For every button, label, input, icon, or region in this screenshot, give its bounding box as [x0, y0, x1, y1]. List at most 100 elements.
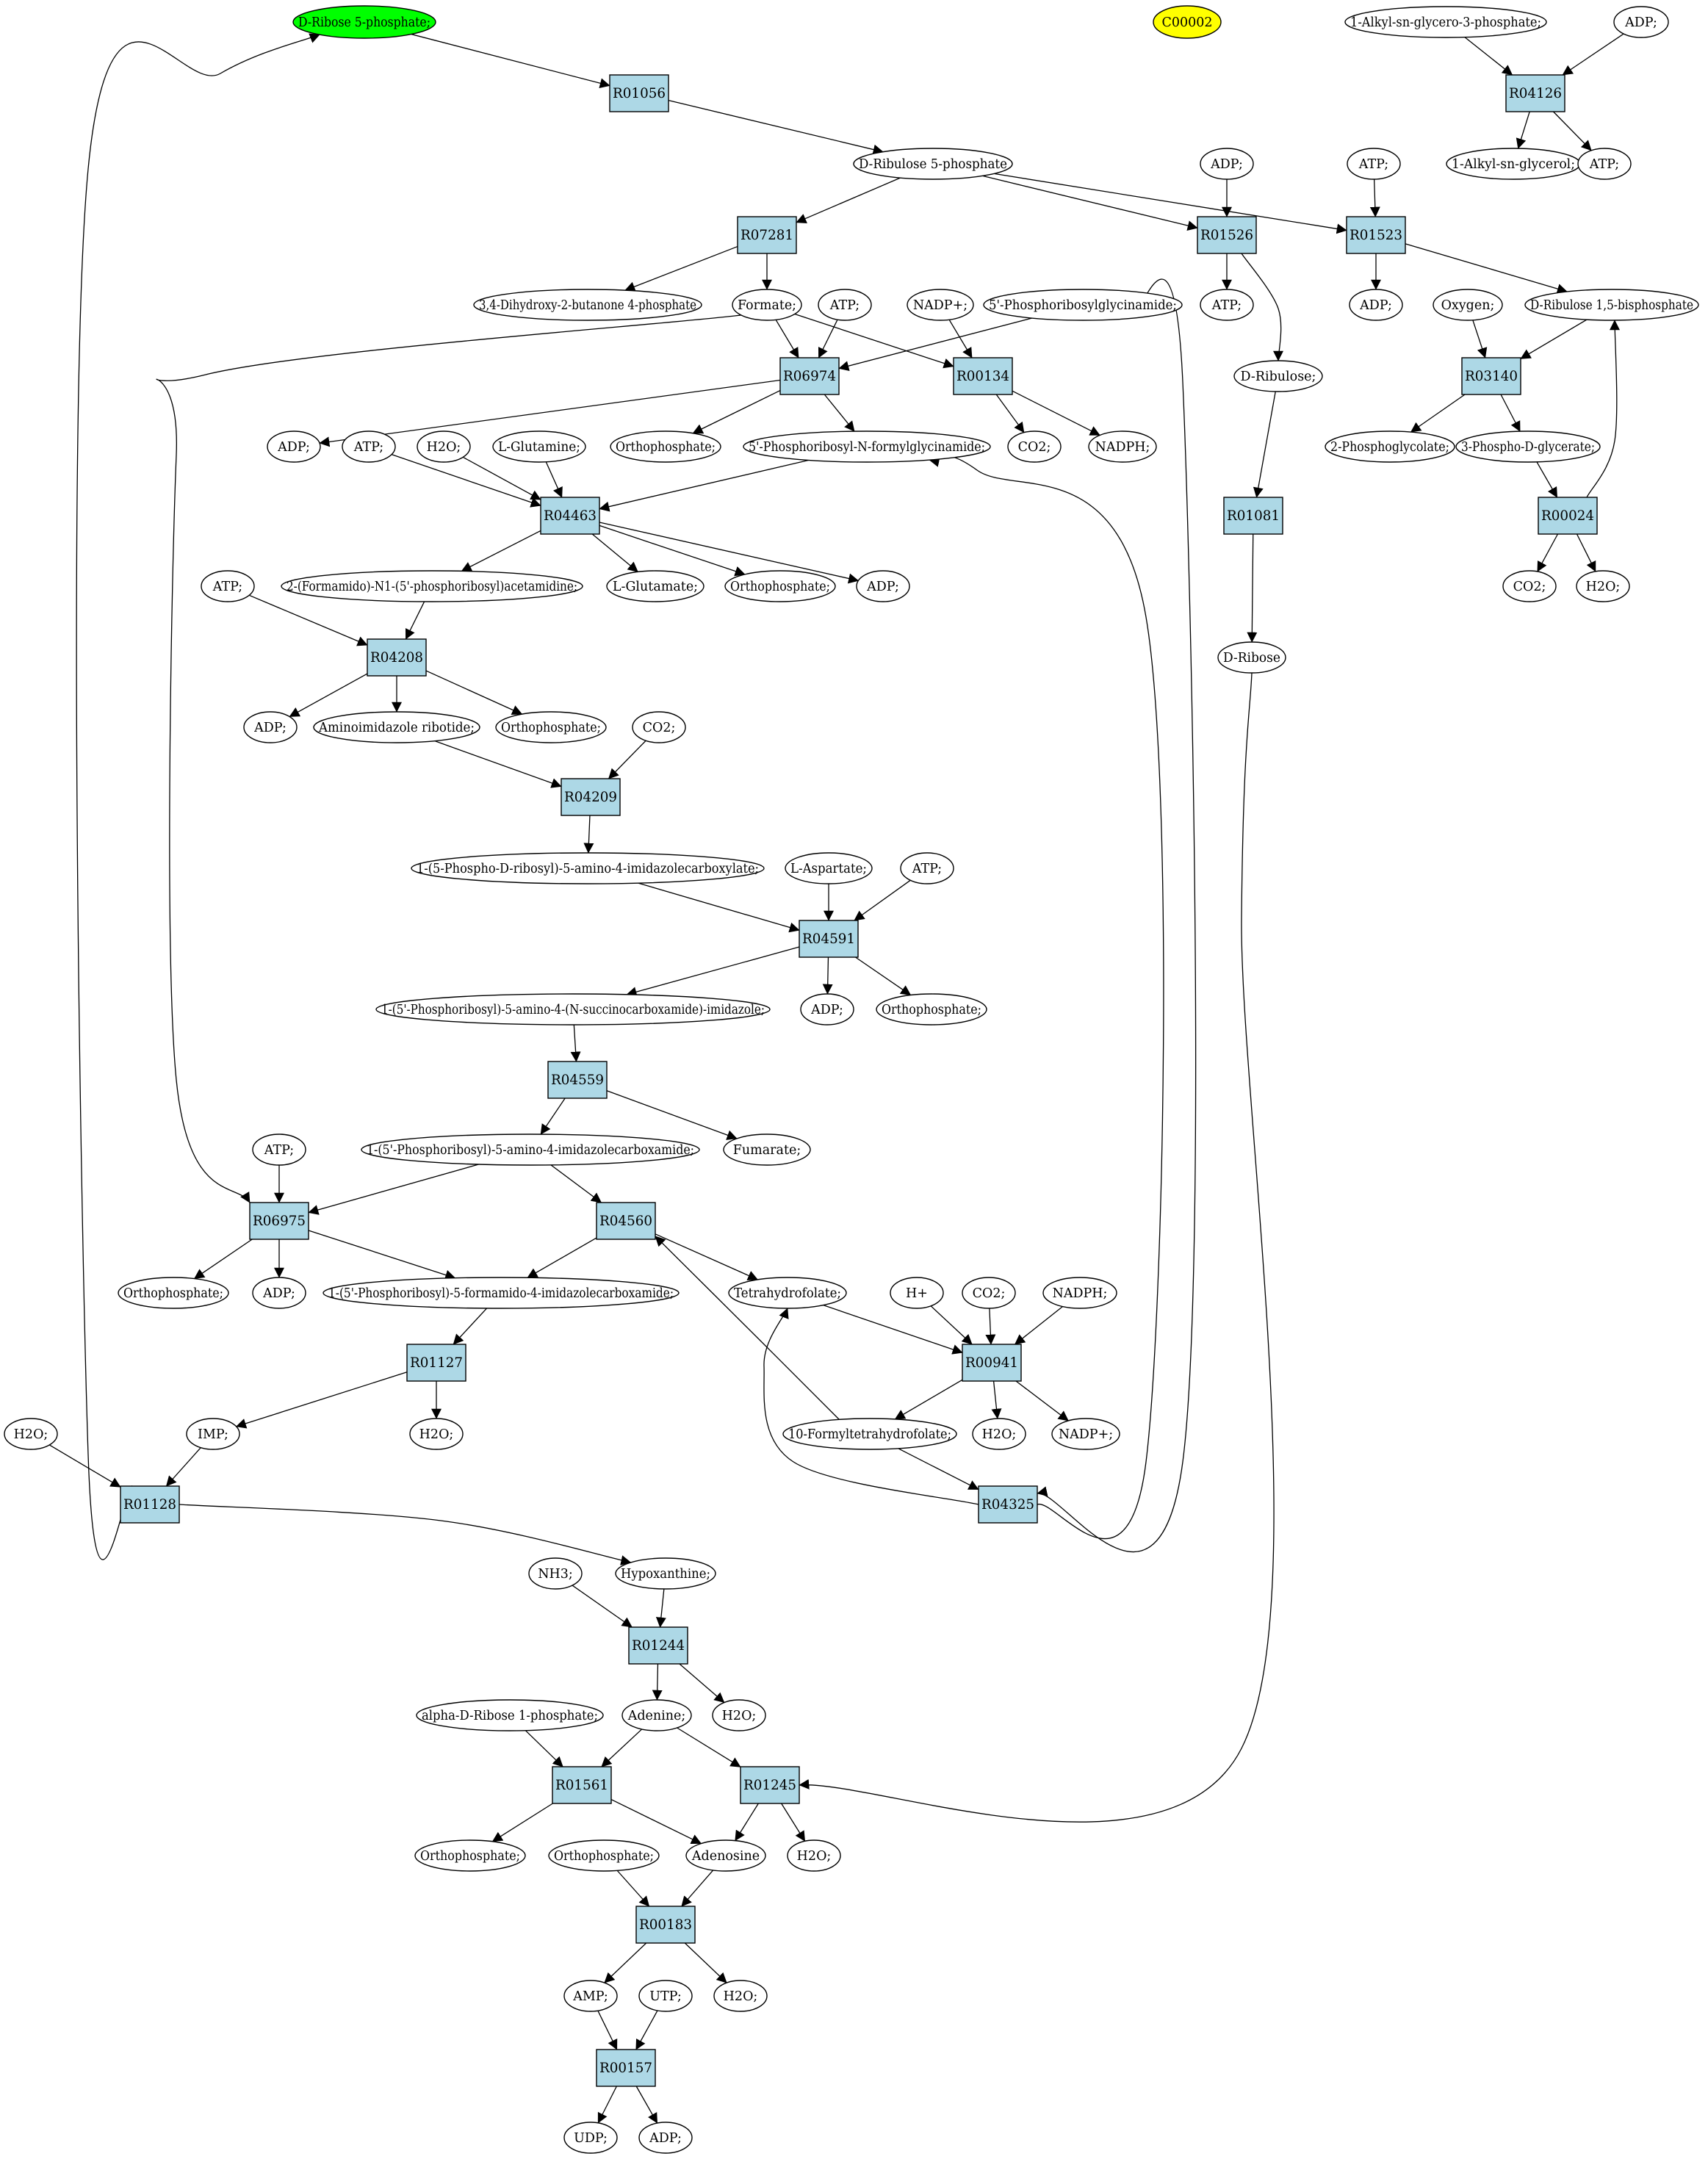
compound-node-n85[interactable]: Hypoxanthine;	[615, 1557, 716, 1590]
compound-node-n71[interactable]: H+	[890, 1277, 944, 1309]
reaction-node-n39[interactable]: R00024	[1538, 497, 1598, 535]
reaction-node-n38[interactable]: R01081	[1223, 497, 1283, 535]
reaction-node-n91[interactable]: R01245	[740, 1766, 800, 1804]
reaction-node-n65[interactable]: R06975	[249, 1202, 309, 1240]
reaction-node-n61[interactable]: R04559	[547, 1061, 608, 1099]
compound-node-n45[interactable]: CO2;	[1502, 570, 1557, 602]
compound-node-n60[interactable]: Orthophosphate;	[876, 993, 987, 1026]
compound-node-n95[interactable]: H2O;	[787, 1839, 841, 1872]
compound-node-n51[interactable]: Orthophosphate;	[495, 711, 607, 743]
compound-node-n21[interactable]: Oxygen;	[1433, 289, 1503, 321]
reaction-node-n13[interactable]: R01523	[1346, 216, 1406, 254]
reaction-node-n47[interactable]: R04208	[367, 638, 427, 677]
compound-node-n63[interactable]: 1-(5'-Phosphoribosyl)-5-amino-4-imidazol…	[361, 1133, 700, 1166]
compound-node-n77[interactable]: IMP;	[186, 1418, 240, 1450]
reaction-node-n37[interactable]: R04463	[540, 497, 600, 535]
reaction-node-n11[interactable]: R07281	[737, 216, 797, 254]
compound-node-n15[interactable]: Formate;	[732, 289, 802, 321]
reaction-node-n4[interactable]: R01056	[609, 74, 669, 112]
compound-node-n59[interactable]: ADP;	[800, 993, 854, 1026]
compound-node-n19[interactable]: ATP;	[1200, 289, 1254, 321]
compound-node-n31[interactable]: Orthophosphate;	[610, 430, 721, 463]
compound-node-n35[interactable]: 2-Phosphoglycolate;	[1325, 430, 1455, 463]
compound-node-n7[interactable]: ADP;	[1200, 148, 1254, 180]
compound-node-n29[interactable]: H2O;	[417, 430, 471, 463]
compound-node-n48[interactable]: D-Ribose	[1217, 641, 1286, 674]
compound-node-n28[interactable]: ATP;	[342, 430, 396, 463]
compound-node-n79[interactable]: 10-Formyltetrahydrofolate;	[782, 1418, 957, 1450]
compound-node-n87[interactable]: alpha-D-Ribose 1-phosphate;	[416, 1699, 604, 1731]
compound-node-n76[interactable]: H2O;	[4, 1418, 58, 1450]
reaction-node-n24[interactable]: R00134	[953, 357, 1013, 395]
reaction-node-n57[interactable]: R04591	[799, 920, 859, 958]
compound-node-n56[interactable]: ATP;	[900, 852, 954, 884]
reaction-node-n5[interactable]: R04126	[1505, 74, 1565, 112]
compound-node-n55[interactable]: L-Aspartate;	[785, 852, 873, 884]
compound-node-n80[interactable]: H2O;	[972, 1418, 1026, 1450]
reaction-node-n86[interactable]: R01244	[628, 1626, 688, 1665]
compound-node-n20[interactable]: ADP;	[1349, 289, 1403, 321]
compound-node-n6[interactable]: D-Ribulose 5-phosphate	[853, 148, 1013, 180]
reaction-node-n75[interactable]: R00941	[962, 1344, 1022, 1382]
reaction-node-n90[interactable]: R01561	[552, 1766, 612, 1804]
compound-node-n41[interactable]: 2-(Formamido)-N1-(5'-phosphoribosyl)acet…	[281, 570, 583, 602]
compound-node-n33[interactable]: CO2;	[1007, 430, 1062, 463]
compound-node-n10[interactable]: ATP;	[1577, 148, 1632, 180]
compound-node-n102[interactable]: ADP;	[638, 2122, 693, 2154]
compound-node-n30[interactable]: L-Glutamine;	[492, 430, 586, 463]
compound-node-n69[interactable]: 1-(5'-Phosphoribosyl)-5-formamido-4-imid…	[322, 1277, 680, 1309]
compound-node-n43[interactable]: Orthophosphate;	[724, 570, 836, 602]
compound-node-n40[interactable]: ATP;	[201, 570, 255, 602]
compound-node-n42[interactable]: L-Glutamate;	[606, 570, 705, 602]
reaction-node-n66[interactable]: R04560	[596, 1202, 656, 1240]
compound-node-n17[interactable]: NADP+;	[907, 289, 974, 321]
compound-node-n84[interactable]: NH3;	[528, 1557, 583, 1590]
compound-node-n49[interactable]: ADP;	[243, 711, 298, 743]
compound-node-n78[interactable]: H2O;	[409, 1418, 464, 1450]
compound-node-n97[interactable]: AMP;	[563, 1980, 618, 2012]
compound-node-n36[interactable]: 3-Phospho-D-glycerate;	[1455, 430, 1601, 463]
compound-node-n62[interactable]: ATP;	[252, 1133, 306, 1166]
compound-node-n64[interactable]: Fumarate;	[723, 1133, 811, 1166]
compound-node-n54[interactable]: 1-(5-Phospho-D-ribosyl)-5-amino-4-imidaz…	[411, 852, 765, 884]
compound-node-n1[interactable]: C00002	[1153, 5, 1222, 39]
compound-node-n58[interactable]: 1-(5'-Phosphoribosyl)-5-amino-4-(N-succi…	[375, 993, 771, 1026]
compound-node-n67[interactable]: Orthophosphate;	[118, 1277, 229, 1309]
compound-node-n50[interactable]: Aminoimidazole ribotide;	[313, 711, 480, 743]
compound-node-n81[interactable]: NADP+;	[1051, 1418, 1120, 1450]
compound-node-n72[interactable]: CO2;	[962, 1277, 1016, 1309]
compound-node-n3[interactable]: ADP;	[1613, 6, 1669, 38]
compound-node-n101[interactable]: UDP;	[563, 2122, 618, 2154]
compound-node-n14[interactable]: 3,4-Dihydroxy-2-butanone 4-phosphate	[473, 289, 702, 321]
reaction-node-n100[interactable]: R00157	[596, 2049, 656, 2087]
compound-node-n44[interactable]: ADP;	[856, 570, 910, 602]
reaction-node-n82[interactable]: R01128	[120, 1485, 180, 1524]
compound-node-n18[interactable]: 5'-Phosphoribosylglycinamide;	[983, 289, 1183, 321]
compound-node-n16[interactable]: ATP;	[818, 289, 872, 321]
compound-node-n68[interactable]: ADP;	[252, 1277, 306, 1309]
reaction-node-n23[interactable]: R06974	[779, 357, 840, 395]
reaction-node-n83[interactable]: R04325	[978, 1485, 1038, 1524]
compound-node-n93[interactable]: Orthophosphate;	[548, 1839, 660, 1872]
reaction-node-n96[interactable]: R00183	[635, 1906, 696, 1944]
compound-node-n9[interactable]: 1-Alkyl-sn-glycerol;	[1446, 148, 1581, 180]
compound-node-n99[interactable]: H2O;	[713, 1980, 768, 2012]
compound-node-n73[interactable]: NADPH;	[1042, 1277, 1117, 1309]
reaction-node-n53[interactable]: R04209	[561, 778, 621, 816]
compound-node-n0[interactable]: D-Ribose 5-phosphate;	[292, 5, 436, 39]
compound-node-n94[interactable]: Adenosine	[685, 1839, 766, 1872]
reaction-node-n74[interactable]: R01127	[406, 1344, 466, 1382]
compound-node-n92[interactable]: Orthophosphate;	[414, 1839, 526, 1872]
compound-node-n22[interactable]: D-Ribulose 1,5-bisphosphate	[1524, 289, 1699, 321]
compound-node-n34[interactable]: NADPH;	[1088, 430, 1157, 463]
compound-node-n27[interactable]: ADP;	[267, 430, 321, 463]
compound-node-n52[interactable]: CO2;	[632, 711, 686, 743]
compound-node-n88[interactable]: Adenine;	[621, 1699, 692, 1731]
compound-node-n46[interactable]: H2O;	[1576, 570, 1630, 602]
compound-node-n98[interactable]: UTP;	[638, 1980, 693, 2012]
compound-node-n70[interactable]: Tetrahydrofolate;	[728, 1277, 847, 1309]
compound-node-n2[interactable]: 1-Alkyl-sn-glycero-3-phosphate;	[1344, 6, 1547, 38]
compound-node-n25[interactable]: D-Ribulose;	[1233, 360, 1323, 392]
compound-node-n8[interactable]: ATP;	[1347, 148, 1401, 180]
reaction-node-n26[interactable]: R03140	[1461, 357, 1521, 395]
